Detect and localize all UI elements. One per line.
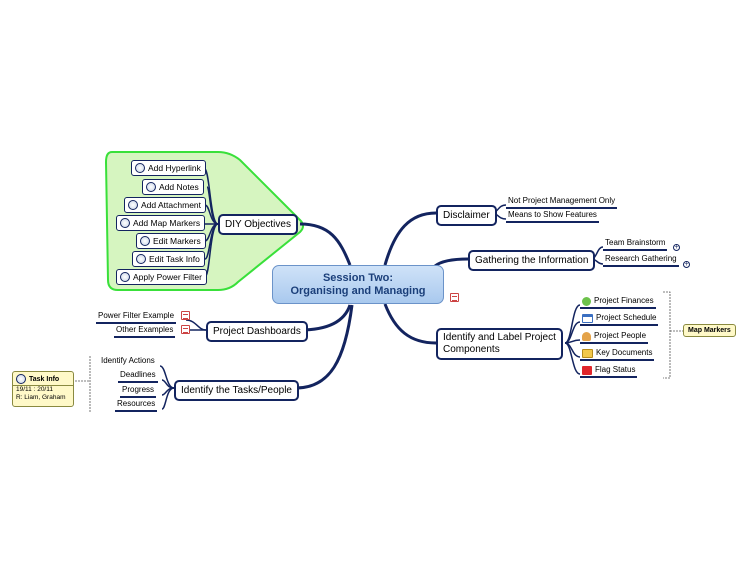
subtopic-label: Means to Show Features — [508, 210, 597, 219]
diy-item-add-hyperlink[interactable]: Add Hyperlink — [131, 160, 206, 176]
subtopic-resources[interactable]: Resources — [115, 399, 158, 412]
task-circle-icon — [16, 374, 26, 384]
topic-label: DIY Objectives — [225, 219, 291, 230]
task-circle-icon — [135, 163, 145, 173]
task-circle-icon — [136, 254, 146, 264]
subtopic-label: Research Gathering — [605, 254, 677, 263]
task-circle-icon — [120, 218, 130, 228]
note-icon[interactable] — [181, 311, 190, 320]
money-icon — [582, 296, 591, 306]
subtopic-label: Progress — [122, 385, 155, 394]
subtopic-label: Key Documents — [596, 348, 653, 357]
task-circle-icon — [140, 236, 150, 246]
subtopic-other-examples[interactable]: Other Examples — [114, 325, 176, 338]
expand-icon[interactable]: + — [683, 261, 690, 268]
task-info-header: Task Info — [13, 372, 73, 386]
central-title-line2: Organising and Managing — [290, 285, 426, 297]
task-circle-icon — [128, 200, 138, 210]
subtopic-label: Project Finances — [594, 296, 654, 305]
item-label: Add Attachment — [141, 200, 202, 210]
subtopic-label: Project Schedule — [596, 313, 657, 322]
subtopic-project-people[interactable]: Project People — [580, 331, 649, 344]
task-info-callout[interactable]: Task Info 19/11 : 20/11 R: Liam, Graham — [12, 371, 74, 407]
map-markers-label: Map Markers — [688, 327, 731, 334]
item-label: Add Notes — [159, 182, 199, 192]
topic-identify-label-components[interactable]: Identify and Label Project Components — [436, 328, 563, 360]
item-label: Apply Power Filter — [133, 272, 202, 282]
diy-item-add-map-markers[interactable]: Add Map Markers — [116, 215, 206, 231]
subtopic-deadlines[interactable]: Deadlines — [118, 370, 158, 383]
expand-icon[interactable]: + — [673, 244, 680, 251]
topic-gathering-information[interactable]: Gathering the Information — [468, 250, 596, 271]
diy-item-apply-power-filter[interactable]: Apply Power Filter — [116, 269, 207, 285]
topic-diy-objectives[interactable]: DIY Objectives — [218, 214, 298, 235]
task-info-dates: 19/11 : 20/11 — [16, 386, 53, 393]
subtopic-label: Not Project Management Only — [508, 196, 616, 205]
central-title-line1: Session Two: — [322, 272, 394, 284]
subtopic-identify-actions[interactable]: Identify Actions — [99, 356, 157, 369]
map-markers-callout[interactable]: Map Markers — [683, 324, 736, 337]
subtopic-label: Project People — [594, 331, 647, 340]
task-info-resources: R: Liam, Graham — [16, 394, 66, 401]
topic-disclaimer[interactable]: Disclaimer — [436, 205, 497, 226]
topic-label: Gathering the Information — [475, 255, 589, 266]
topic-project-dashboards[interactable]: Project Dashboards — [206, 321, 308, 342]
diy-item-add-attachment[interactable]: Add Attachment — [124, 197, 207, 213]
subtopic-label: Deadlines — [120, 370, 156, 379]
subtopic-progress[interactable]: Progress — [120, 385, 157, 398]
topic-identify-tasks-people[interactable]: Identify the Tasks/People — [174, 380, 299, 401]
central-topic[interactable]: Session Two: Organising and Managing — [272, 265, 444, 304]
item-label: Edit Task Info — [149, 254, 200, 264]
task-info-label: Task Info — [29, 375, 60, 383]
topic-label: Identify the Tasks/People — [181, 385, 292, 396]
subtopic-label: Power Filter Example — [98, 311, 175, 320]
link-disclaimer — [383, 211, 437, 266]
subtopic-label: Identify Actions — [101, 356, 155, 365]
flag-icon — [582, 365, 592, 375]
link-diy — [299, 222, 352, 266]
subtopic-key-documents[interactable]: Key Documents — [580, 348, 655, 361]
subtopic-means-to-show-features[interactable]: Means to Show Features — [506, 210, 599, 223]
subtopic-not-project-management-only[interactable]: Not Project Management Only — [506, 196, 618, 209]
note-icon[interactable] — [450, 293, 459, 302]
item-label: Add Map Markers — [133, 218, 201, 228]
topic-label-line2: Components — [443, 344, 500, 355]
diy-item-edit-markers[interactable]: Edit Markers — [136, 233, 206, 249]
topic-label: Project Dashboards — [213, 326, 301, 337]
subtopic-power-filter-example[interactable]: Power Filter Example — [96, 311, 177, 324]
item-label: Add Hyperlink — [148, 163, 201, 173]
link-components — [383, 303, 437, 345]
subtopic-team-brainstorm[interactable]: Team Brainstorm — [603, 238, 668, 251]
task-circle-icon — [146, 182, 156, 192]
subtopic-label: Resources — [117, 399, 156, 408]
diy-item-edit-task-info[interactable]: Edit Task Info — [132, 251, 205, 267]
link-tasks — [295, 304, 354, 390]
subtopic-label: Team Brainstorm — [605, 238, 666, 247]
topic-label: Disclaimer — [443, 210, 490, 221]
subtopic-project-schedule[interactable]: Project Schedule — [580, 313, 659, 326]
note-icon[interactable] — [181, 325, 190, 334]
diy-item-add-notes[interactable]: Add Notes — [142, 179, 204, 195]
person-icon — [582, 331, 591, 341]
item-label: Edit Markers — [153, 236, 201, 246]
subtopic-research-gathering[interactable]: Research Gathering — [603, 254, 679, 267]
folder-icon — [582, 348, 593, 358]
subtopic-label: Flag Status — [595, 365, 636, 374]
subtopic-flag-status[interactable]: Flag Status — [580, 365, 638, 378]
task-circle-icon — [120, 272, 130, 282]
subtopic-project-finances[interactable]: Project Finances — [580, 296, 656, 309]
subtopic-label: Other Examples — [116, 325, 174, 334]
topic-label-line1: Identify and Label Project — [443, 332, 556, 343]
calendar-icon — [582, 313, 593, 323]
